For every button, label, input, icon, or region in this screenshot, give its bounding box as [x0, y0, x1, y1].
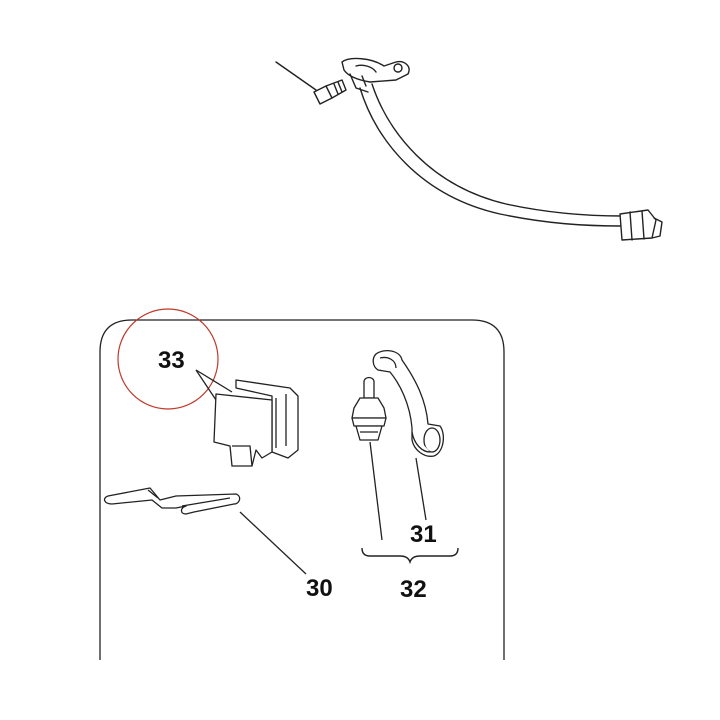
- part-32-leader: [369, 441, 383, 541]
- part-label-30: 30: [306, 575, 333, 602]
- part-33-leader-a: [195, 369, 233, 393]
- cable-end-connector: [619, 209, 663, 241]
- curly-brace-bracket: [361, 547, 459, 565]
- part-33-leader-b: [195, 369, 217, 401]
- part-31-connector: [372, 349, 445, 457]
- part-label-31: 31: [410, 521, 437, 548]
- bolt-leader-line: [275, 61, 317, 91]
- part-32-sensor: [351, 376, 387, 441]
- cable-inner-line: [371, 83, 623, 217]
- cable-outer-line: [359, 87, 623, 227]
- bolt: [313, 79, 347, 105]
- part-30-clip: [103, 487, 307, 575]
- housing-fragment: [341, 57, 410, 93]
- part-30-leader: [239, 511, 307, 575]
- upper-cable-assembly: [275, 57, 663, 241]
- parts-group-box: [99, 319, 505, 660]
- part-label-33: 33: [158, 347, 185, 374]
- part-31-leader: [415, 457, 427, 521]
- highlight-circle: [117, 308, 219, 410]
- part-label-32: 32: [400, 576, 427, 603]
- part-33-switch: [195, 369, 299, 467]
